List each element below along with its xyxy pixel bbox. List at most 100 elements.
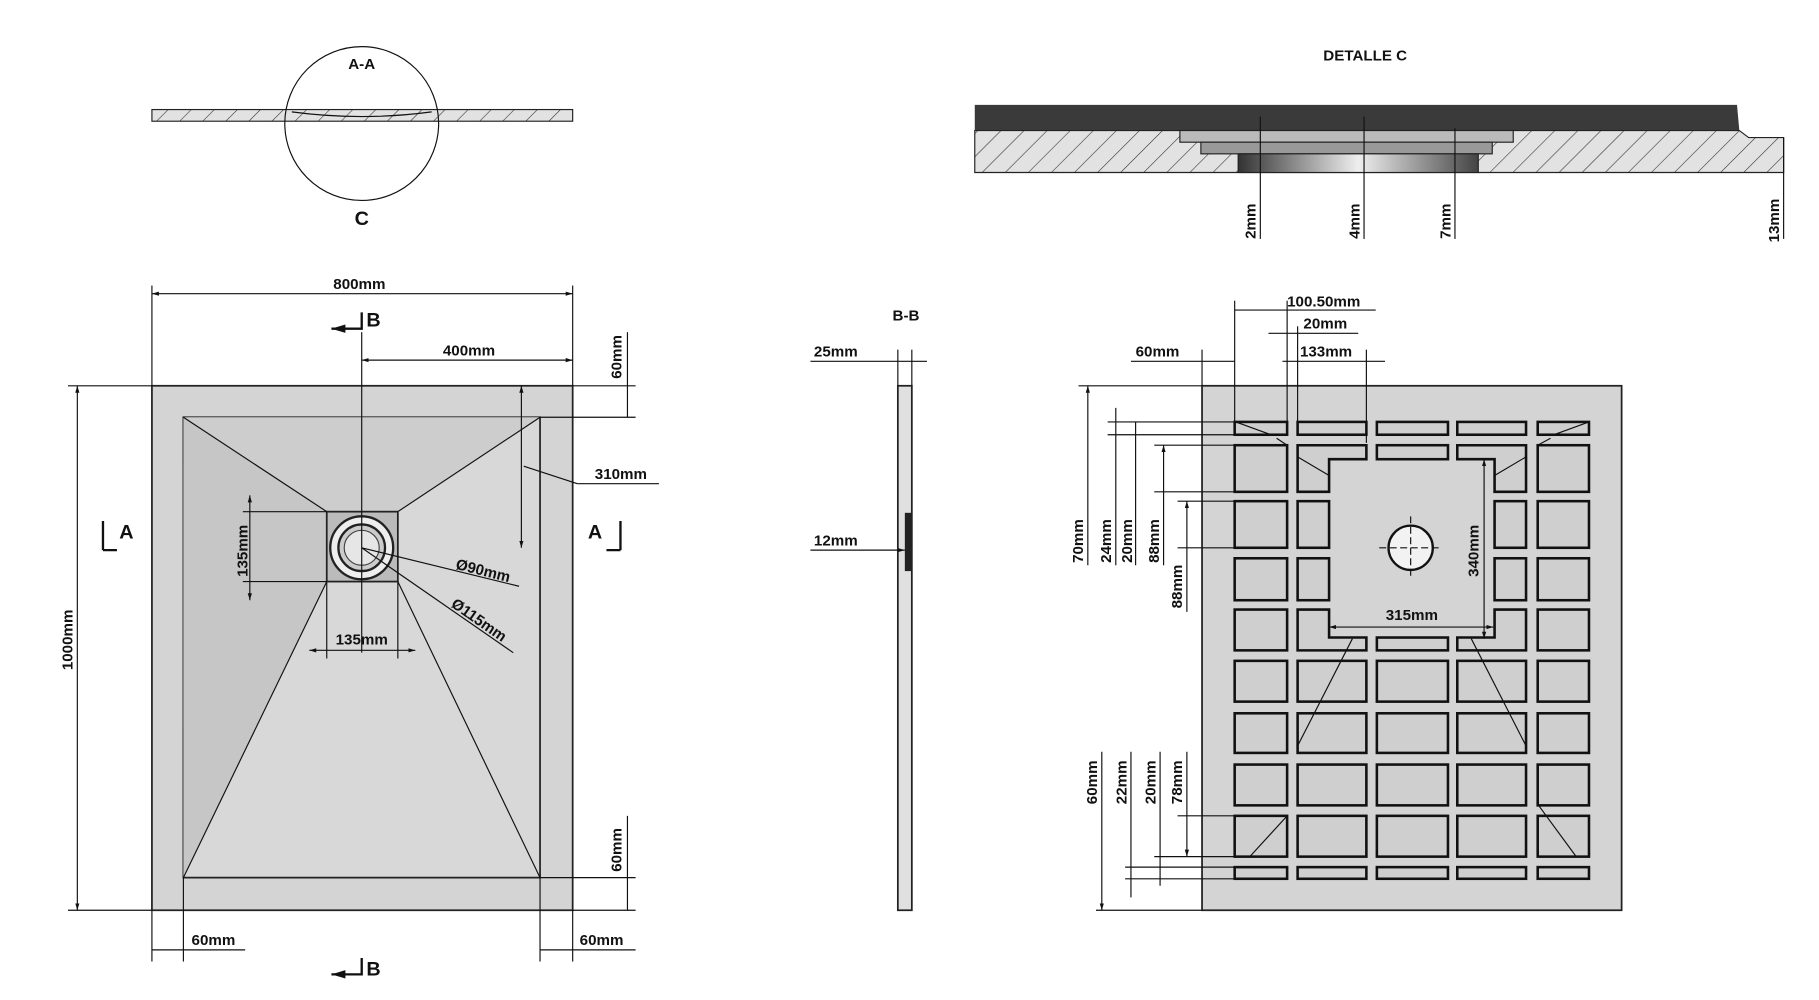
dim-60mm-right: 60mm (580, 932, 624, 949)
section-marker-a-left: A (119, 521, 133, 543)
support-slot (1456, 712, 1528, 755)
support-slot (1536, 659, 1591, 703)
dim-78mm: 78mm (1169, 760, 1186, 804)
section-aa: A-A C (151, 46, 574, 230)
slope-line (1249, 815, 1288, 858)
support-slot (1536, 420, 1591, 437)
dim-60mm-left: 60mm (192, 932, 236, 949)
support-slot (1456, 608, 1528, 652)
support-slot (1375, 763, 1450, 807)
section-marker-a-right: A (588, 521, 602, 543)
dim-60mm-base-bottom: 60mm (1084, 760, 1101, 804)
support-slot (1456, 865, 1528, 881)
dim-25mm: 25mm (814, 344, 858, 361)
dim-133mm: 133mm (1300, 344, 1352, 361)
support-slot (1536, 712, 1591, 755)
support-slot (1456, 443, 1528, 494)
slope-line (1297, 456, 1330, 477)
slope-line (1297, 638, 1353, 747)
dim-22mm: 22mm (1113, 760, 1130, 804)
dim-88mm-b: 88mm (1169, 565, 1186, 609)
dim-800mm: 800mm (333, 276, 385, 293)
dim-70mm: 70mm (1070, 519, 1087, 563)
support-slot (1536, 763, 1591, 807)
support-slot (1456, 420, 1528, 437)
dim-2mm: 2mm (1243, 204, 1260, 239)
support-slot (1536, 814, 1591, 858)
support-slot (1233, 659, 1289, 703)
support-slot (1233, 814, 1289, 858)
support-slot (1493, 499, 1528, 550)
dim-100-50mm: 100.50mm (1287, 294, 1360, 311)
support-slot (1233, 443, 1289, 494)
section-marker-b-top: B (366, 309, 380, 331)
support-grid (1233, 420, 1591, 881)
support-slot (1375, 865, 1450, 881)
support-slot (1296, 763, 1368, 807)
dim-20mm-left: 20mm (1119, 519, 1136, 563)
dim-60mm-top: 60mm (609, 335, 626, 379)
dim-4mm: 4mm (1346, 204, 1363, 239)
support-slot (1296, 499, 1331, 550)
base-view: 100.50mm 20mm 60mm 133mm 70mm 24mm 20mm … (1070, 294, 1623, 912)
dim-60mm-base-top: 60mm (1136, 344, 1180, 361)
dim-12mm: 12mm (814, 532, 858, 549)
support-slot (1375, 659, 1450, 703)
support-slot (1233, 556, 1289, 602)
dim-310mm: 310mm (595, 466, 647, 483)
detail-c: DETALLE C 2mm 4mm 7mm 13mm (974, 48, 1785, 243)
support-slot (1296, 814, 1368, 858)
detail-c-marker: C (355, 208, 369, 230)
support-slot (1456, 763, 1528, 807)
support-slot (1536, 556, 1591, 602)
support-slot (1375, 712, 1450, 755)
support-slot (1536, 443, 1591, 494)
section-bb-title: B-B (893, 308, 920, 325)
support-slot (1375, 443, 1450, 461)
support-slot (1296, 608, 1368, 652)
support-slot (1375, 636, 1450, 652)
support-slot (1375, 814, 1450, 858)
support-slot (1233, 420, 1289, 437)
dim-400mm: 400mm (443, 342, 495, 359)
dim-340mm: 340mm (1465, 525, 1482, 577)
section-bb: B-B 25mm 12mm (810, 308, 927, 912)
slope-line (1553, 421, 1590, 436)
support-slot (1456, 659, 1528, 703)
dim-135mm-vertical: 135mm (234, 525, 251, 577)
slope-line (1537, 803, 1577, 857)
support-slot (1296, 443, 1368, 494)
detail-c-title: DETALLE C (1323, 48, 1407, 65)
dim-24mm: 24mm (1098, 519, 1115, 563)
support-slot (1233, 712, 1289, 755)
dim-135mm-horizontal: 135mm (336, 632, 388, 649)
support-slot (1375, 420, 1450, 437)
dim-13mm: 13mm (1766, 199, 1783, 243)
dim-88mm-a: 88mm (1146, 519, 1163, 563)
slope-line (1537, 437, 1551, 446)
support-slot (1296, 420, 1368, 437)
support-slot (1456, 814, 1528, 858)
support-slot (1233, 608, 1289, 652)
dim-7mm: 7mm (1437, 204, 1454, 239)
support-slot (1536, 865, 1591, 881)
support-slot (1296, 659, 1368, 703)
dim-20mm-top: 20mm (1303, 316, 1347, 333)
slope-line (1470, 638, 1527, 747)
slope-line (1276, 437, 1288, 446)
support-slot (1233, 865, 1289, 881)
support-slot (1536, 499, 1591, 550)
section-aa-title: A-A (348, 56, 375, 73)
support-slot (1296, 712, 1368, 755)
slope-line (1235, 421, 1272, 436)
dim-60mm-bottom: 60mm (609, 828, 626, 872)
support-slot (1296, 865, 1368, 881)
support-slot (1536, 608, 1591, 652)
section-marker-b-bottom: B (366, 959, 380, 981)
support-slot (1493, 556, 1528, 602)
support-slot (1233, 499, 1289, 550)
dim-20mm-bottom: 20mm (1142, 760, 1159, 804)
support-slot (1296, 556, 1331, 602)
support-slot (1233, 763, 1289, 807)
